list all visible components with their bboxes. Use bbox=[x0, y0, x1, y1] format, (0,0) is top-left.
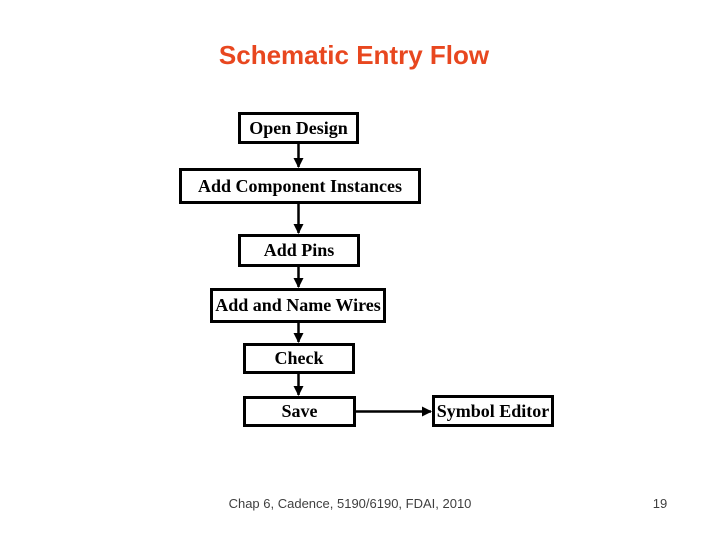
flow-node-label: Add Pins bbox=[263, 240, 335, 260]
flow-node-label: Symbol Editor bbox=[436, 400, 550, 421]
flow-node-add-pins: Add Pins bbox=[238, 234, 360, 267]
flow-node-label: Add and Name Wires bbox=[215, 295, 381, 315]
flow-node-symbol-editor: Symbol Editor bbox=[432, 395, 554, 427]
footer-text: Chap 6, Cadence, 5190/6190, FDAI, 2010 bbox=[228, 496, 472, 511]
flow-node-save: Save bbox=[243, 396, 356, 427]
flow-node-label: Save bbox=[281, 401, 318, 421]
flow-node-label: Check bbox=[274, 348, 324, 368]
page-number: 19 bbox=[652, 496, 668, 511]
flow-node-check: Check bbox=[243, 343, 355, 374]
slide-title: Schematic Entry Flow bbox=[218, 40, 490, 70]
flow-node-add-component-instances: Add Component Instances bbox=[179, 168, 421, 204]
flow-node-open-design: Open Design bbox=[238, 112, 359, 144]
flow-node-add-and-name-wires: Add and Name Wires bbox=[210, 288, 386, 323]
flow-node-label: Add Component Instances bbox=[197, 175, 403, 196]
flow-node-label: Open Design bbox=[249, 117, 348, 138]
